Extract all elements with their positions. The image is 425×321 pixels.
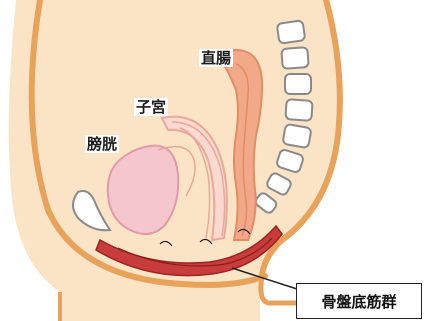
pelvic-floor-callout: 骨盤底筋群 [296,283,422,319]
pelvic-floor-label: 骨盤底筋群 [321,291,396,312]
rectum-label: 直腸 [199,49,233,67]
buttock-outline [261,276,300,303]
uterus-label: 子宮 [134,98,168,116]
bladder-label: 膀胱 [85,135,119,153]
